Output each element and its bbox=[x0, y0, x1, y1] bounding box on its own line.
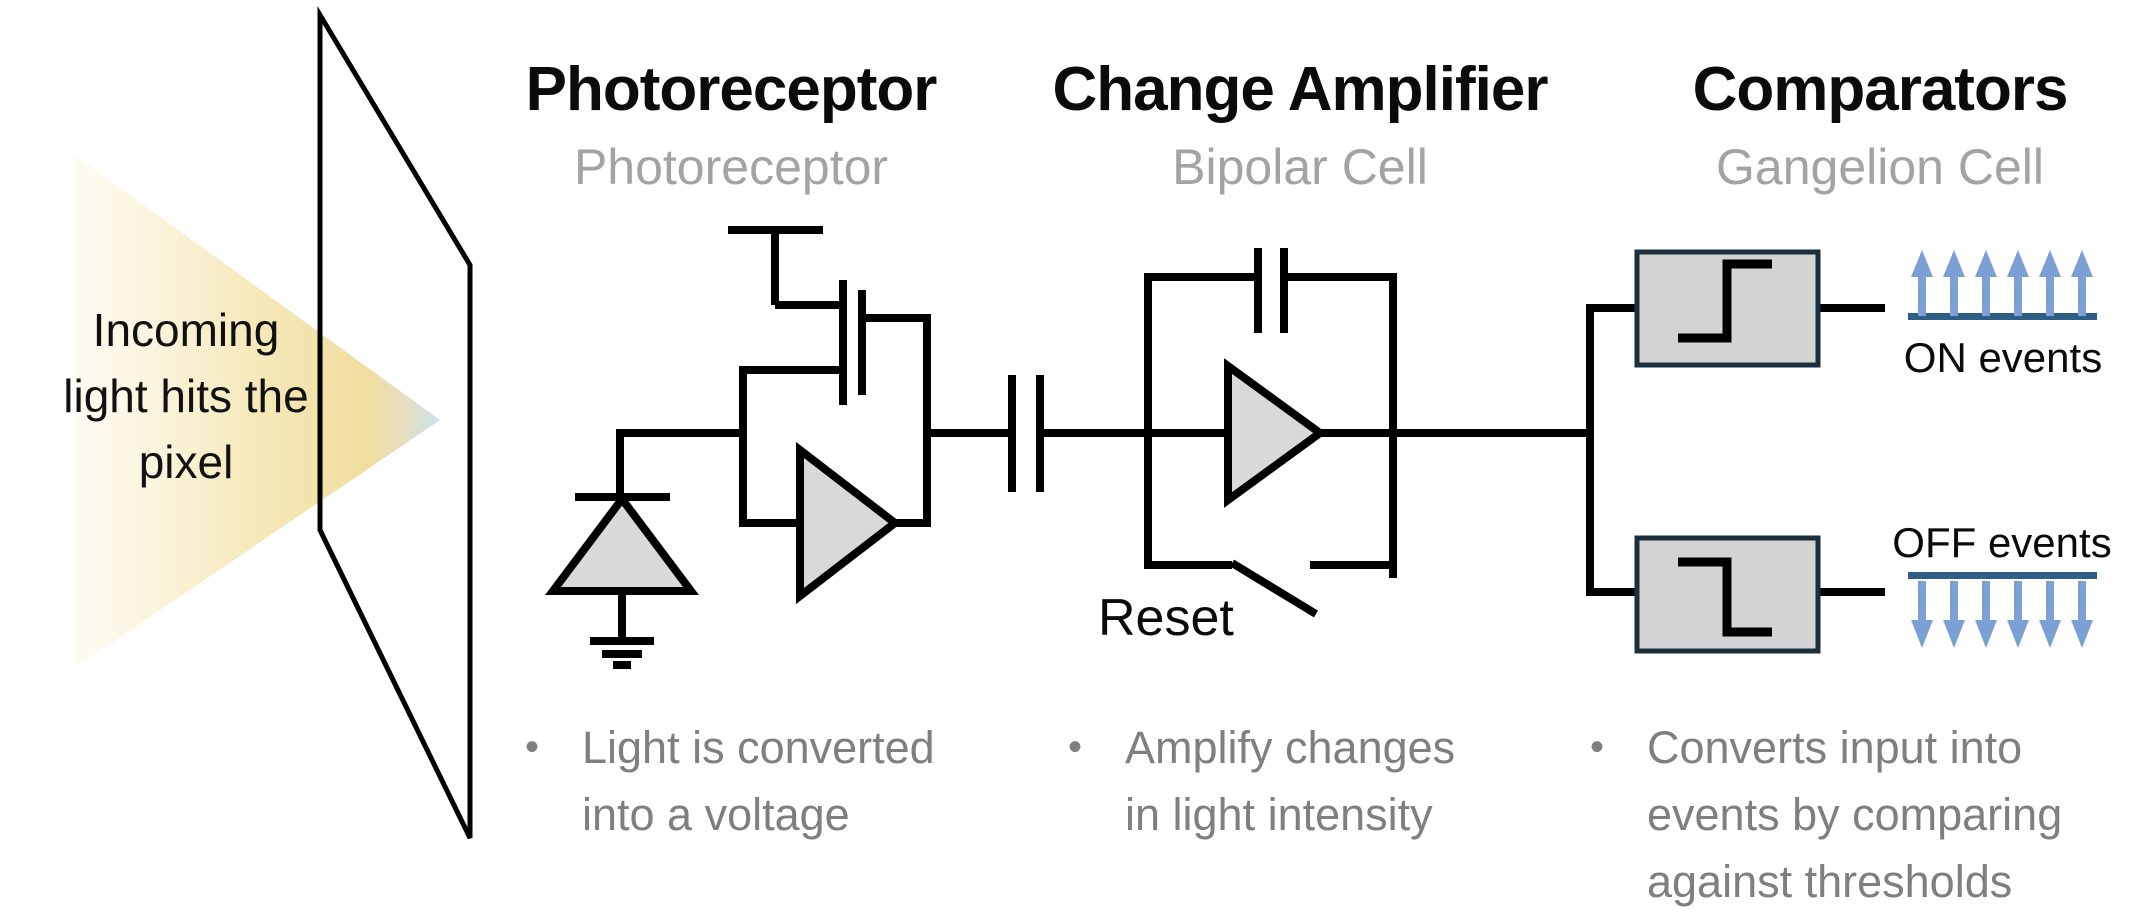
off-events-label: OFF events bbox=[1892, 519, 2112, 566]
photoreceptor-amplifier-icon bbox=[796, 441, 902, 605]
photoreceptor-bullet-text: Light is converted into a voltage bbox=[582, 722, 935, 840]
off-events-arrows-icon bbox=[1908, 572, 2097, 648]
bullet-marker: • bbox=[1589, 725, 1604, 769]
photoreceptor-bullet: • Light is converted into a voltage bbox=[516, 714, 1056, 848]
comparators-bullet: • Converts input into events by comparin… bbox=[1581, 714, 2154, 915]
comparators-subtitle: Gangelion Cell bbox=[1716, 139, 2044, 195]
reset-switch-icon bbox=[1229, 559, 1319, 618]
on-events-arrows-icon bbox=[1908, 250, 2097, 320]
comparators-title: Comparators bbox=[1692, 55, 2069, 124]
circuit-graphics bbox=[75, 5, 2097, 840]
coupling-capacitor-icon bbox=[927, 375, 1044, 492]
photoreceptor-subtitle: Photoreceptor bbox=[573, 139, 889, 195]
change-amplifier-icon bbox=[1224, 358, 1327, 508]
photoreceptor-wires bbox=[575, 226, 931, 669]
photoreceptor-title: Photoreceptor bbox=[525, 55, 938, 124]
reset-label: Reset bbox=[1098, 589, 1234, 647]
change-amplifier-wires bbox=[1040, 248, 1594, 578]
dvs-pixel-diagram: Incoming light hits the pixel Photorecep… bbox=[63, 5, 2112, 907]
change-amplifier-bullet: • Amplify changes in light intensity bbox=[1059, 714, 1599, 848]
light-cone bbox=[75, 155, 440, 668]
comparators-bullet-text: Converts input into events by comparing … bbox=[1647, 722, 2063, 907]
incoming-light-label: Incoming light hits the pixel bbox=[63, 304, 309, 488]
change-amplifier-subtitle: Bipolar Cell bbox=[1172, 139, 1428, 195]
change-amplifier-circuit bbox=[1040, 248, 1594, 618]
off-threshold-icon bbox=[1678, 557, 1772, 637]
comparators-circuit bbox=[1586, 249, 1885, 654]
on-events-label: ON events bbox=[1903, 334, 2103, 381]
photoreceptor-circuit bbox=[545, 226, 931, 669]
pixel-plane bbox=[317, 5, 473, 840]
change-amplifier-bullet-text: Amplify changes in light intensity bbox=[1125, 722, 1456, 840]
bullet-marker: • bbox=[524, 725, 539, 769]
bullet-marker: • bbox=[1067, 725, 1082, 769]
photodiode-icon bbox=[545, 492, 699, 595]
on-threshold-icon bbox=[1678, 259, 1772, 343]
change-amplifier-title: Change Amplifier bbox=[1052, 55, 1549, 124]
